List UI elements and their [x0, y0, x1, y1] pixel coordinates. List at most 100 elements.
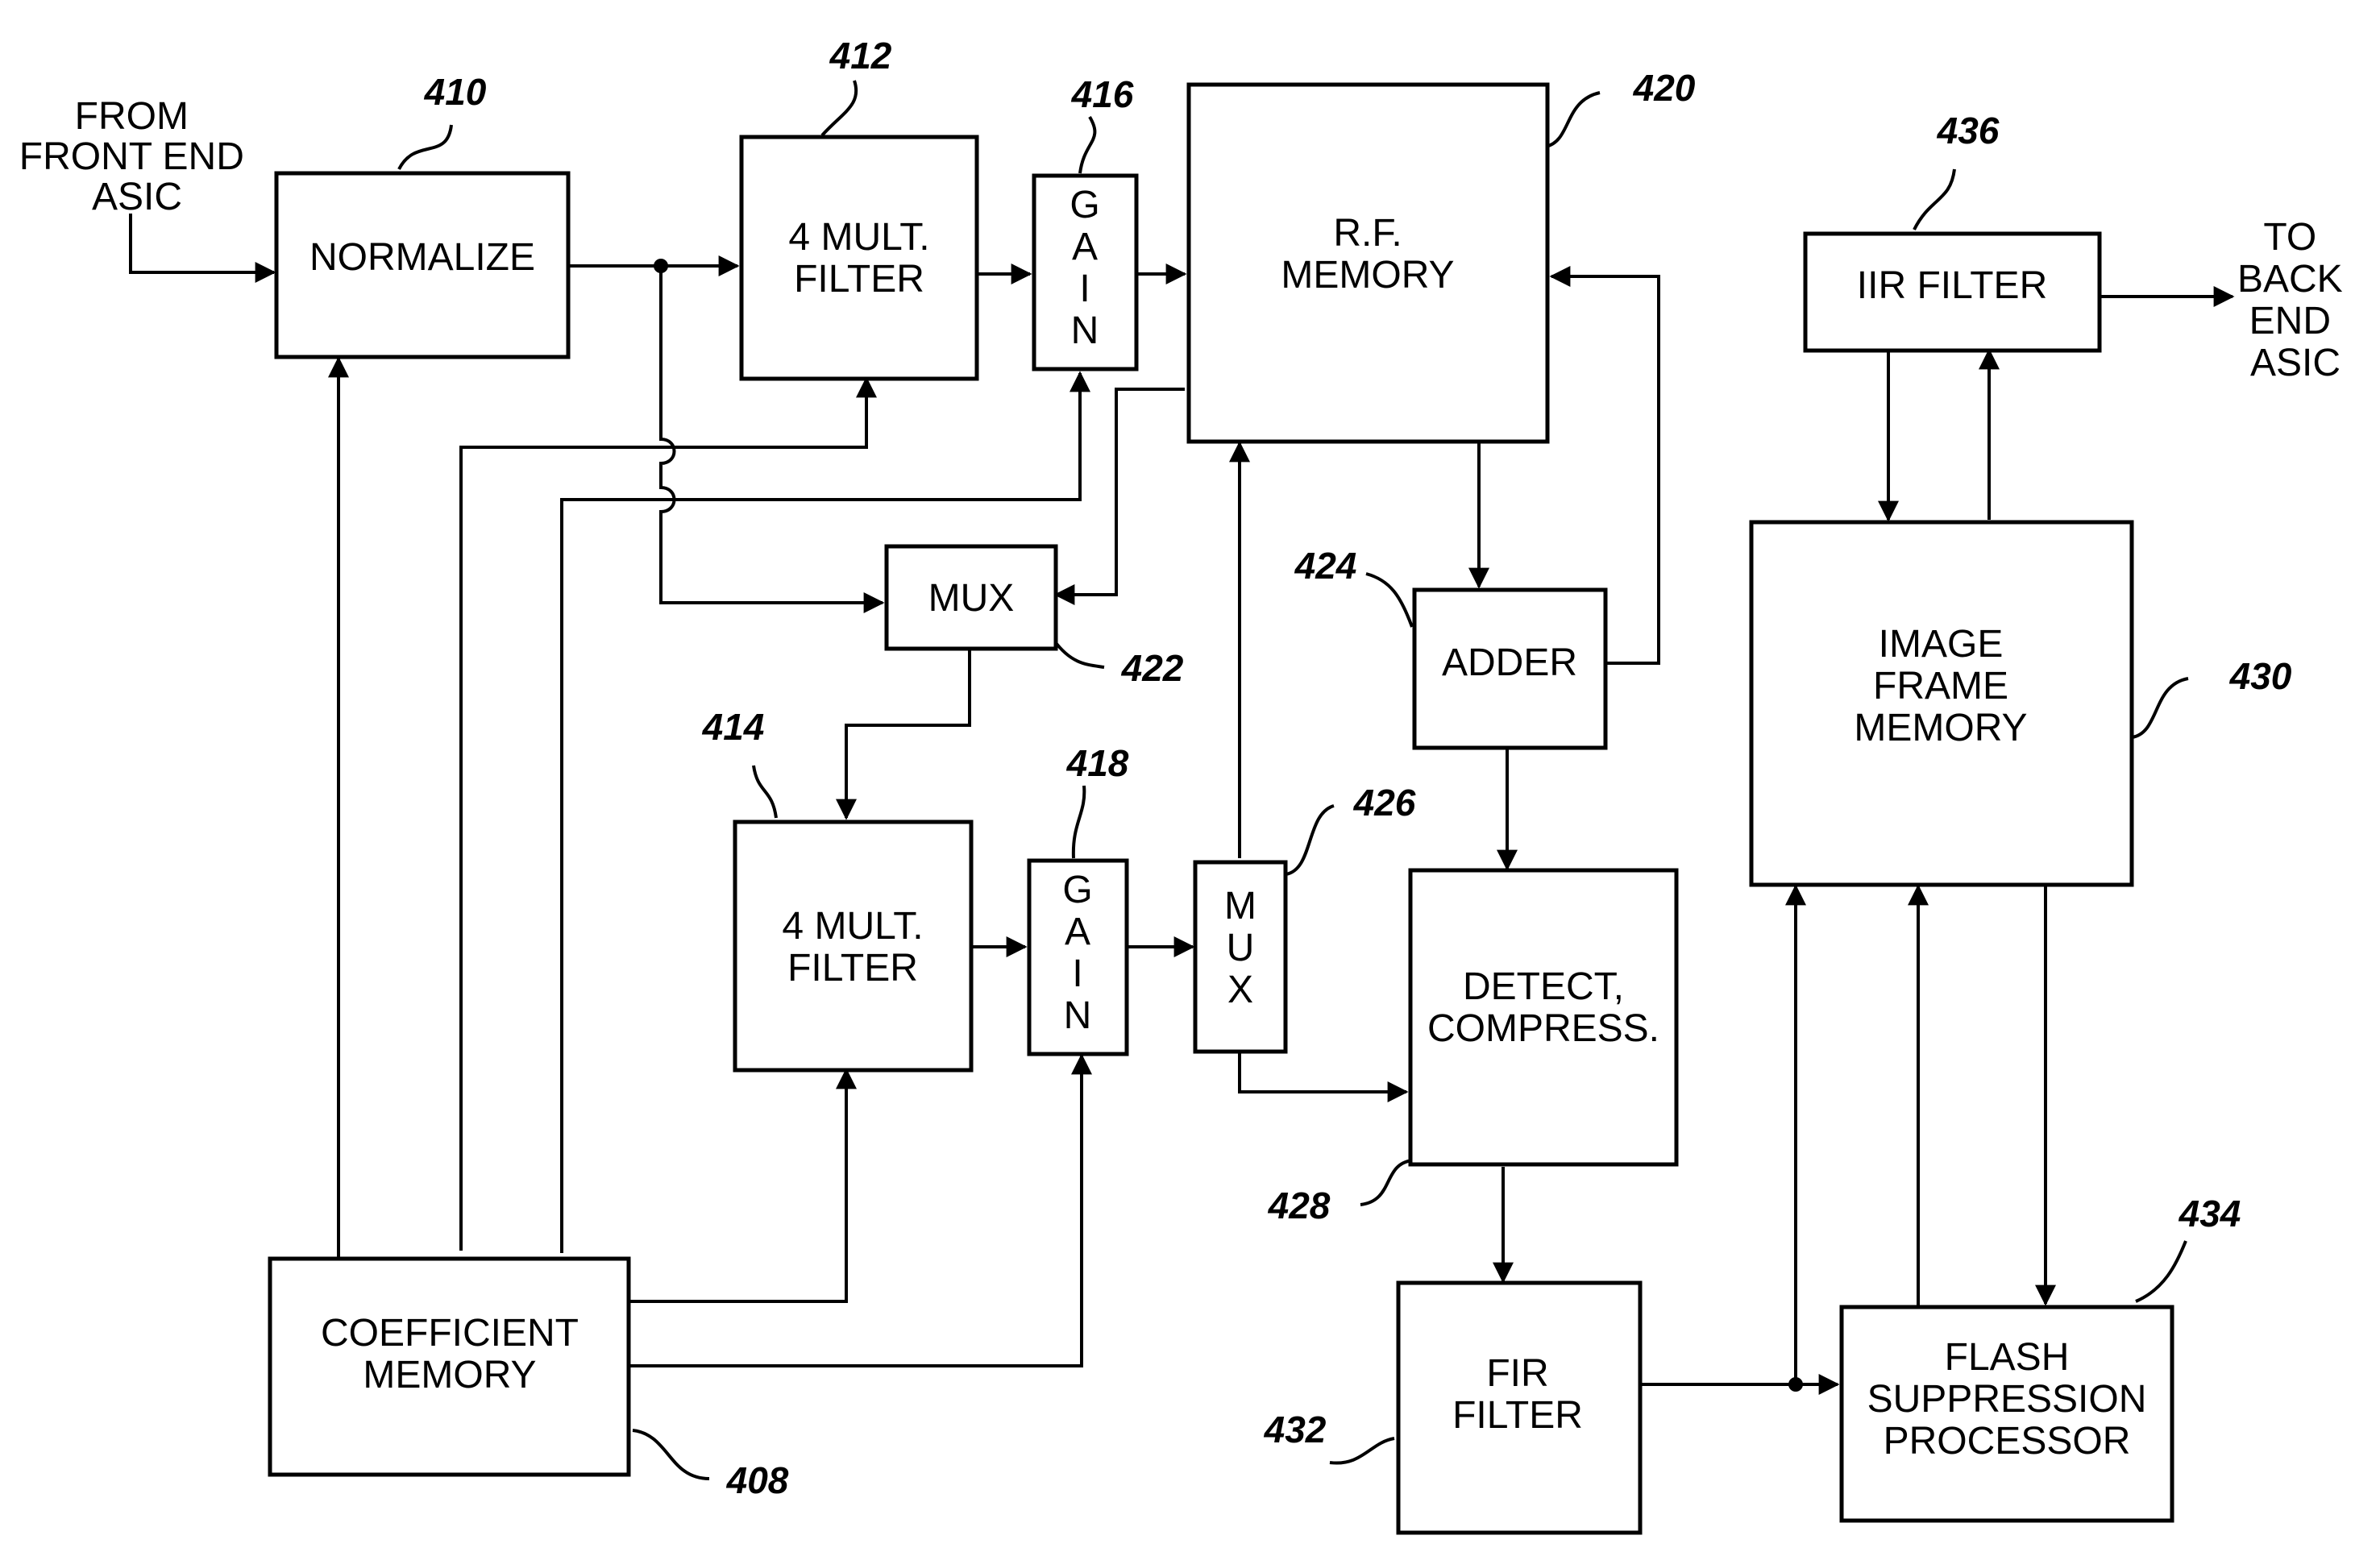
image-frame-memory-label-line-3: MEMORY — [1854, 707, 2027, 749]
filter-top-label-line-1: 4 MULT. — [788, 216, 929, 259]
ref-430: 430 — [2229, 655, 2292, 697]
wire-rf-memory-to-mux-top — [1056, 389, 1185, 595]
leader-426 — [1286, 806, 1334, 874]
block-iir-filter: IIR FILTER 436 — [1805, 110, 2100, 351]
output-destination-line-1: TO — [2263, 216, 2316, 259]
coefficient-memory-label-line-1: COEFFICIENT — [321, 1312, 579, 1355]
block-fir-filter: FIRFILTER 432 — [1264, 1283, 1640, 1533]
leader-416 — [1080, 117, 1094, 173]
gain-bottom-label-line-4: N — [1064, 994, 1092, 1037]
ref-408: 408 — [726, 1459, 789, 1501]
wire-input-to-normalize — [131, 214, 274, 272]
ref-424: 424 — [1294, 545, 1357, 587]
block-rf-memory: R.F.MEMORY 420 — [1189, 67, 1696, 442]
gain-bottom-label: GAIN — [1062, 869, 1092, 1037]
adder-label: ADDER — [1442, 641, 1577, 684]
junction-dot-normalize-output — [654, 259, 668, 273]
ref-432: 432 — [1264, 1409, 1327, 1450]
wire-coef-to-filter-bottom — [629, 1070, 846, 1301]
ref-426: 426 — [1353, 782, 1416, 824]
ref-422: 422 — [1121, 647, 1184, 689]
mux-bottom-label-line-2: U — [1227, 927, 1255, 969]
filter-bottom-label: 4 MULT.FILTER — [782, 905, 923, 990]
image-frame-memory-label-line-1: IMAGE — [1879, 623, 2004, 666]
junction-dot-fir-output — [1788, 1377, 1803, 1392]
gain-top-label: GAIN — [1070, 184, 1099, 352]
gain-top-label-line-2: A — [1072, 226, 1098, 268]
output-destination-line-3: END — [2249, 300, 2331, 342]
input-source-line-3: ASIC — [92, 176, 182, 218]
leader-410 — [399, 125, 451, 169]
leader-412 — [822, 81, 856, 135]
output-destination-line-4: ASIC — [2250, 342, 2341, 384]
fir-filter-label-line-1: FIR — [1486, 1352, 1548, 1395]
image-frame-memory-label: IMAGEFRAMEMEMORY — [1854, 623, 2027, 749]
normalize-label-line-1: NORMALIZE — [309, 236, 535, 279]
leader-432 — [1330, 1438, 1394, 1463]
ref-418: 418 — [1066, 742, 1129, 784]
ref-428: 428 — [1268, 1185, 1331, 1226]
leader-424 — [1366, 574, 1412, 627]
leader-414 — [754, 766, 776, 818]
input-source-label: FROM FRONT END ASIC — [19, 95, 255, 218]
filter-bottom-label-line-2: FILTER — [787, 947, 918, 990]
block-image-frame-memory: IMAGEFRAMEMEMORY 430 — [1751, 522, 2292, 885]
gain-bottom-label-line-3: I — [1072, 952, 1082, 995]
block-mux-top: MUX 422 — [887, 546, 1184, 689]
mux-top-label-line-1: MUX — [928, 577, 1015, 620]
leader-408 — [633, 1430, 709, 1479]
fir-filter-label-line-2: FILTER — [1452, 1394, 1583, 1437]
image-frame-memory-label-line-2: FRAME — [1873, 665, 2008, 708]
block-gain-top: GAIN 416 — [1034, 73, 1136, 369]
block-mux-bottom: MUX 426 — [1195, 782, 1416, 1052]
block-normalize: NORMALIZE 410 — [276, 71, 568, 357]
block-filter-top: 4 MULT.FILTER 412 — [741, 35, 977, 379]
leader-430 — [2132, 678, 2188, 737]
input-source-line-2: FRONT END — [19, 135, 244, 178]
gain-top-label-line-3: I — [1079, 268, 1090, 310]
leader-420 — [1546, 93, 1600, 147]
filter-bottom-label-line-1: 4 MULT. — [782, 905, 923, 948]
flash-suppression-label-line-1: FLASH — [1945, 1336, 2070, 1379]
gain-top-label-line-1: G — [1070, 184, 1099, 226]
ref-414: 414 — [702, 706, 765, 748]
detect-compress-label-line-1: DETECT, — [1463, 965, 1624, 1008]
block-adder: ADDER 424 — [1294, 545, 1605, 748]
wire-coef-to-gain-bottom — [629, 1056, 1082, 1366]
block-filter-bottom: 4 MULT.FILTER 414 — [702, 706, 971, 1070]
wire-mux-bottom-to-detect-compress — [1240, 1052, 1406, 1092]
ref-434: 434 — [2179, 1193, 2241, 1235]
ref-412: 412 — [829, 35, 892, 77]
flash-suppression-label-line-2: SUPPRESSION — [1867, 1378, 2147, 1421]
coefficient-memory-label-line-2: MEMORY — [363, 1354, 536, 1396]
rf-memory-label-line-2: MEMORY — [1281, 254, 1454, 297]
leader-436 — [1914, 169, 1954, 230]
wire-coef-to-filter-top — [461, 379, 866, 1251]
ref-436: 436 — [1937, 110, 2000, 151]
wire-coef-to-gain-top — [562, 373, 1080, 1253]
mux-top-label: MUX — [928, 577, 1015, 620]
mux-bottom-label-line-1: M — [1224, 885, 1256, 927]
output-destination-line-2: BACK — [2237, 258, 2343, 301]
rf-memory-label-line-1: R.F. — [1333, 212, 1402, 255]
wire-mux-top-to-filter-bottom — [846, 649, 970, 818]
filter-top-label: 4 MULT.FILTER — [788, 216, 929, 301]
ref-420: 420 — [1633, 67, 1696, 109]
gain-bottom-label-line-1: G — [1062, 869, 1092, 911]
filter-top-label-line-2: FILTER — [794, 258, 924, 301]
mux-bottom-label: MUX — [1224, 885, 1256, 1011]
output-destination-label: TO BACK END ASIC — [2237, 216, 2353, 384]
gain-top-label-line-4: N — [1071, 309, 1099, 352]
detect-compress-label-line-2: COMPRESS. — [1427, 1007, 1659, 1050]
leader-422 — [1054, 641, 1104, 667]
ref-416: 416 — [1071, 73, 1134, 115]
input-source-line-1: FROM — [75, 95, 189, 138]
leader-418 — [1074, 786, 1084, 858]
mux-bottom-label-line-3: X — [1227, 969, 1253, 1011]
block-flash-suppression: FLASHSUPPRESSIONPROCESSOR 434 — [1842, 1193, 2241, 1521]
normalize-label: NORMALIZE — [309, 236, 535, 279]
iir-filter-label-line-1: IIR FILTER — [1857, 264, 2047, 307]
leader-428 — [1360, 1160, 1412, 1205]
block-gain-bottom: GAIN 418 — [1029, 742, 1129, 1054]
